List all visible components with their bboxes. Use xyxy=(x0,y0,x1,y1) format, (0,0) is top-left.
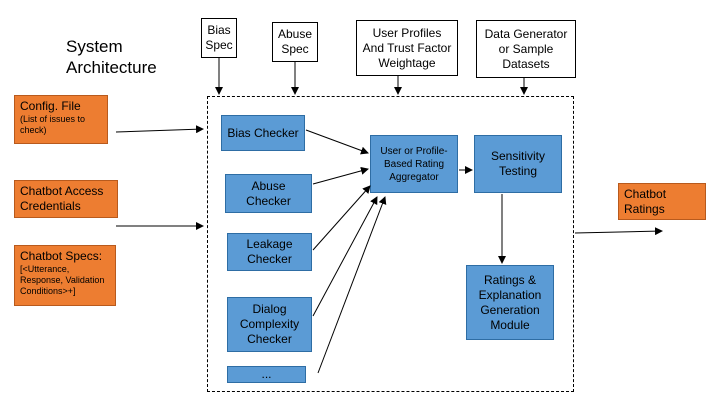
chatbot-specs-label: Chatbot Specs: xyxy=(20,249,103,263)
config-file-box: Config. File (List of issues to check) xyxy=(14,95,108,144)
arrow-abuse-to-aggregator xyxy=(312,166,369,185)
arrow-dialog-to-aggregator xyxy=(312,196,378,317)
access-credentials-box: Chatbot Access Credentials xyxy=(14,180,118,218)
dialog-complexity-checker-box: Dialog Complexity Checker xyxy=(227,297,312,352)
data-generator-box: Data Generator or Sample Datasets xyxy=(476,20,576,78)
arrow-to-output xyxy=(574,227,663,236)
user-profiles-box: User Profiles And Trust Factor Weightage xyxy=(356,20,458,76)
leakage-checker-box: Leakage Checker xyxy=(227,233,312,271)
arrow-bias-to-aggregator xyxy=(305,129,369,155)
abuse-checker-box: Abuse Checker xyxy=(225,174,312,213)
chatbot-ratings-box: Chatbot Ratings xyxy=(618,183,706,220)
chatbot-ratings-label: Chatbot Ratings xyxy=(624,187,667,216)
abuse-spec-box: Abuse Spec xyxy=(272,22,318,62)
more-checkers-box: ... xyxy=(227,366,306,383)
diagram-title: System Architecture xyxy=(66,37,157,77)
rating-aggregator-box: User or Profile- Based Rating Aggregator xyxy=(370,135,458,193)
bias-checker-box: Bias Checker xyxy=(221,115,305,151)
arrow-leakage-to-aggregator xyxy=(312,185,371,251)
arrow-config-file xyxy=(115,125,204,134)
system-boundary xyxy=(207,96,574,392)
config-file-label: Config. File xyxy=(20,99,81,113)
bias-spec-box: Bias Spec xyxy=(201,18,237,58)
chatbot-specs-box: Chatbot Specs: [<Utterance, Response, Va… xyxy=(14,245,116,306)
ratings-explanation-module-box: Ratings & Explanation Generation Module xyxy=(466,265,554,340)
arrow-more-to-aggregator xyxy=(317,196,387,374)
chatbot-specs-sublabel: [<Utterance, Response, Validation Condit… xyxy=(20,264,105,296)
sensitivity-testing-box: Sensitivity Testing xyxy=(474,135,562,193)
config-file-sublabel: (List of issues to check) xyxy=(20,114,86,135)
access-credentials-label: Chatbot Access Credentials xyxy=(20,184,104,213)
